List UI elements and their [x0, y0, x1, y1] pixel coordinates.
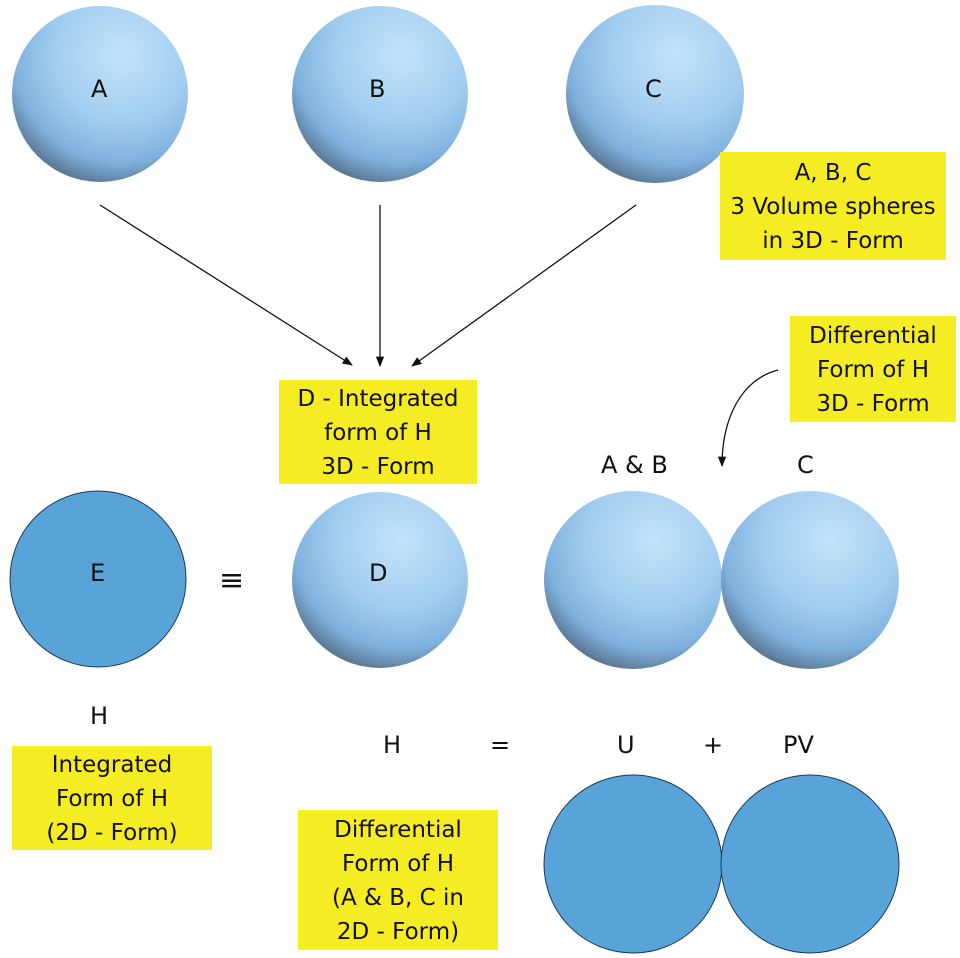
note-diff3d-line1: Differential	[809, 323, 937, 349]
sphere-a-label: A	[91, 75, 108, 103]
sphere-b	[292, 6, 468, 182]
sphere-d	[292, 492, 468, 668]
note-int2d-line2: Form of H	[55, 786, 169, 812]
note-diff3d-line2: Form of H	[816, 357, 930, 383]
note-abc-volume-spheres: A, B, C 3 Volume spheres in 3D - Form	[720, 152, 946, 260]
equation-term-pv: PV	[783, 731, 814, 759]
note-diff2d-line2: Form of H	[341, 851, 455, 877]
note-diff2d-line3: (A & B, C in	[331, 885, 464, 911]
equation-plus: +	[703, 731, 724, 759]
note-differential-3d: Differential Form of H 3D - Form	[790, 316, 956, 422]
note-diff3d-line3: 3D - Form	[816, 391, 930, 417]
note-diff2d-line1: Differential	[334, 817, 462, 843]
equation-term-u: U	[617, 731, 635, 759]
ab-label: A & B	[601, 451, 668, 479]
c-diff-label: C	[797, 451, 814, 479]
note-int2d-line1: Integrated	[51, 752, 173, 778]
sphere-c-label: C	[645, 75, 662, 103]
sphere-c-diff	[721, 491, 899, 669]
sphere-c	[566, 5, 744, 183]
sphere-b-label: B	[369, 75, 386, 103]
circle-e-label: E	[90, 559, 106, 587]
note-abc-line1: A, B, C	[794, 160, 872, 186]
circle-pv	[720, 774, 900, 954]
note-d-line1: D - Integrated	[297, 386, 459, 412]
equation-equals: =	[490, 731, 511, 759]
sphere-a	[12, 6, 188, 182]
note-abc-line3: in 3D - Form	[762, 228, 904, 254]
note-differential-2d: Differential Form of H (A & B, C in 2D -…	[298, 810, 498, 950]
note-d-line3: 3D - Form	[321, 454, 435, 480]
equivalence-symbol: ≡	[219, 563, 245, 598]
note-int2d-line3: (2D - Form)	[46, 820, 178, 846]
arrow-a-to-d	[99, 204, 353, 366]
equation-lhs: H	[383, 731, 402, 759]
note-d-integrated: D - Integrated form of H 3D - Form	[279, 380, 477, 484]
note-diff2d-line4: 2D - Form)	[336, 919, 460, 945]
note-abc-line2: 3 Volume spheres	[730, 194, 936, 220]
sphere-ab	[544, 491, 722, 669]
circle-u	[543, 774, 723, 954]
arrow-differential-curve	[717, 369, 779, 468]
sphere-d-label: D	[369, 559, 388, 587]
note-integrated-2d: Integrated Form of H (2D - Form)	[12, 746, 212, 850]
arrow-c-to-d	[411, 204, 637, 367]
note-d-line2: form of H	[324, 420, 432, 446]
h-label: H	[90, 702, 109, 730]
circle-e	[9, 490, 187, 668]
